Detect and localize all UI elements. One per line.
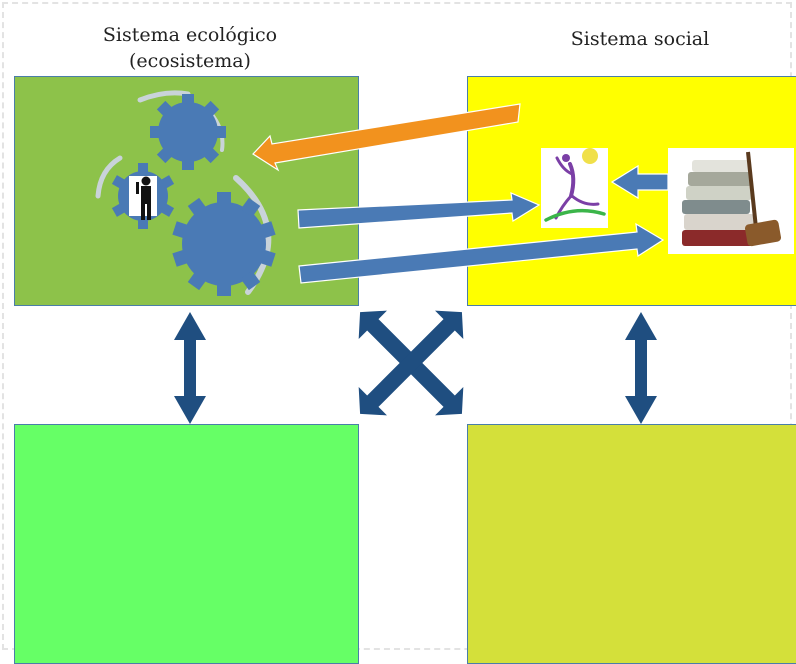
person-icon: [136, 176, 151, 220]
double-arrow-cross: [358, 310, 464, 416]
blue-arrow-eco-to-books: [298, 222, 665, 284]
social-lower-box: [467, 424, 796, 664]
ecological-lower-box: [14, 424, 359, 664]
blue-arrow-books-to-dancer: [610, 164, 669, 200]
page-frame: [2, 2, 792, 650]
blue-arrow-eco-to-dancer: [297, 192, 541, 229]
double-arrow-left-vertical: [174, 312, 206, 424]
orange-arrow-social-to-eco: [252, 103, 521, 172]
dancer-icon: [541, 148, 608, 228]
ecological-system-title: Sistema ecológico (ecosistema): [40, 22, 340, 74]
double-arrow-right-vertical: [625, 312, 657, 424]
books-gavel-icon: [668, 148, 794, 254]
ecological-title-line-2: (ecosistema): [129, 50, 251, 72]
ecological-title-line-1: Sistema ecológico: [102, 24, 278, 46]
gears-icon: [95, 90, 276, 296]
social-system-title: Sistema social: [570, 28, 710, 50]
